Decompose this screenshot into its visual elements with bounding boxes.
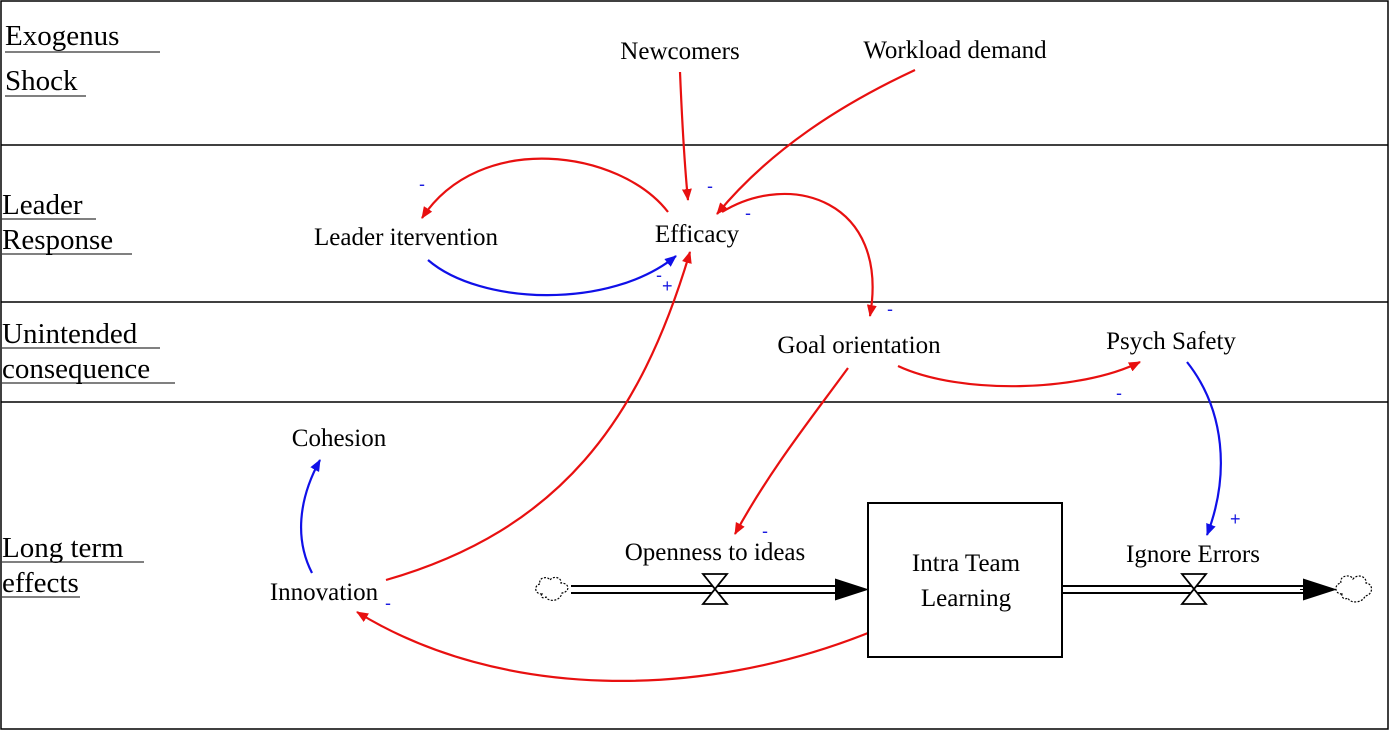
link-goal-openness [734, 367, 849, 535]
polarity-sign: - [1116, 383, 1122, 403]
link-innovation-cohesion [299, 459, 321, 574]
polarity-sign: + [662, 276, 673, 296]
variable-openness-to-ideas: Openness to ideas [625, 539, 806, 566]
polarity-signs: - - - - + - - - + - [385, 174, 1241, 613]
variable-goal-orientation: Goal orientation [777, 332, 941, 359]
valve-icon [701, 573, 729, 605]
link-efficacy-goal [721, 192, 877, 317]
row-label-line: Unintended [2, 318, 138, 350]
causal-links [299, 69, 1222, 682]
polarity-sign: - [887, 299, 893, 319]
link-innovation-efficacy [385, 251, 692, 582]
row-label-line: Leader [2, 189, 83, 221]
row-label-line: effects [2, 567, 79, 599]
row-label-unintended-consequence: Unintended consequence [2, 318, 175, 385]
stock-label-line: Intra Team [912, 550, 1021, 577]
polarity-sign: - [745, 203, 751, 223]
variable-leader-intervention: Leader itervention [314, 224, 498, 251]
polarity-sign: - [762, 521, 768, 541]
variable-innovation: Innovation [270, 579, 379, 606]
link-leader-efficacy [427, 255, 677, 297]
stock-intra-team-learning: Intra Team Learning [867, 502, 1063, 658]
polarity-sign: + [1230, 509, 1241, 529]
row-label-exogenus-shock: Exogenus Shock [5, 20, 160, 97]
row-label-line: Response [2, 224, 113, 256]
polarity-sign: - [385, 593, 391, 613]
row-label-line: Shock [5, 65, 78, 97]
variable-workload-demand: Workload demand [863, 37, 1047, 64]
variable-ignore-errors: Ignore Errors [1126, 541, 1260, 568]
flow-openness [535, 573, 869, 605]
row-label-line: consequence [2, 353, 150, 385]
link-newcomers-efficacy [678, 71, 692, 201]
cloud-source-icon [535, 576, 569, 601]
flow-ignore-errors [1063, 573, 1373, 605]
row-label-leader-response: Leader Response [2, 189, 132, 256]
link-learning-innovation [356, 611, 869, 682]
link-efficacy-leader [421, 157, 669, 219]
variable-newcomers: Newcomers [620, 38, 739, 65]
valve-icon [1180, 573, 1208, 605]
polarity-sign: - [656, 265, 662, 285]
variable-cohesion: Cohesion [292, 425, 387, 452]
link-goal-psych [897, 361, 1141, 388]
polarity-sign: - [419, 174, 425, 194]
cloud-sink-icon [1335, 575, 1373, 603]
row-label-line: Long term [2, 532, 124, 564]
link-psych-ignore [1186, 361, 1222, 536]
polarity-sign: - [707, 176, 713, 196]
variable-efficacy: Efficacy [655, 221, 740, 248]
variable-psych-safety: Psych Safety [1106, 328, 1236, 355]
row-label-long-term-effects: Long term effects [2, 532, 144, 599]
link-workload-efficacy [716, 69, 916, 215]
row-label-line: Exogenus [5, 20, 119, 52]
stock-label-line: Learning [921, 585, 1012, 612]
